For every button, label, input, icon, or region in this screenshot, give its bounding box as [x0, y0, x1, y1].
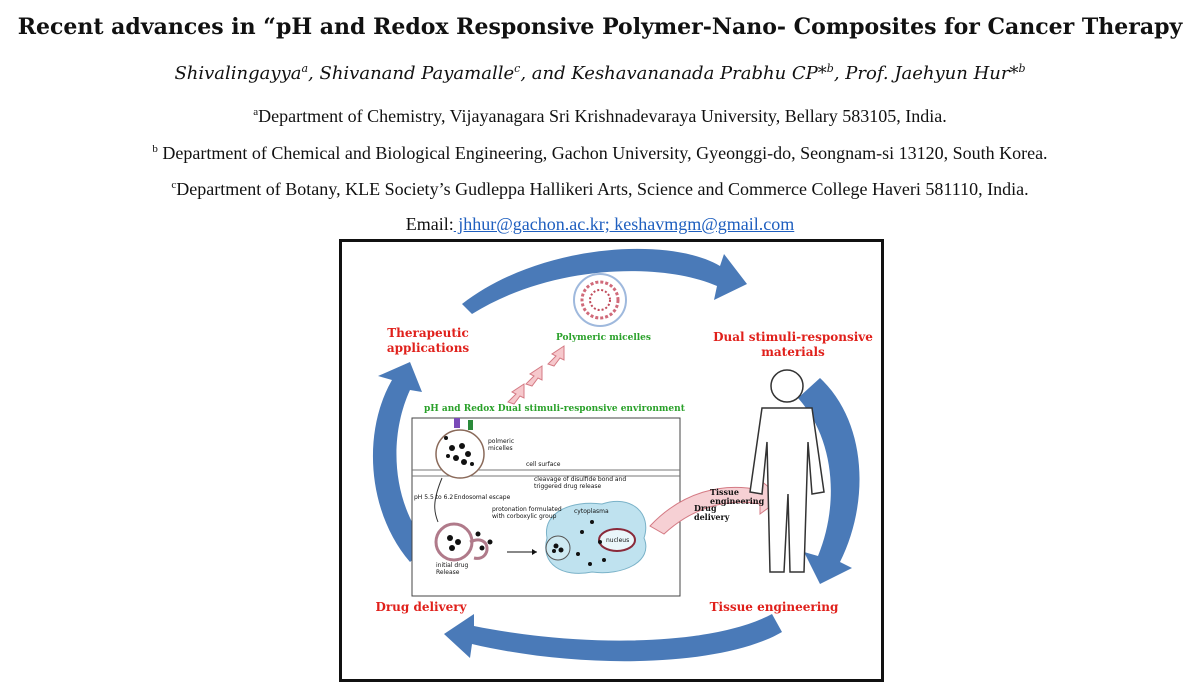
- inset-micelle: [435, 429, 485, 479]
- inset-cytoplasma: cytoplasma: [574, 508, 609, 515]
- author-sep: ,: [308, 63, 320, 84]
- human-figure: [749, 369, 825, 573]
- email-label: Email:: [405, 214, 454, 234]
- affiliation-b: b Department of Chemical and Biological …: [0, 143, 1200, 164]
- author-sup: b: [1018, 62, 1026, 75]
- inset-cell-surface: cell surface: [526, 461, 561, 468]
- affiliation-sup: c: [171, 179, 177, 191]
- label-polymeric-micelles: Polymeric micelles: [556, 333, 651, 343]
- inset-protonation: protonation formulated with corboxylic g…: [492, 506, 562, 520]
- inset-initial-drug: initial drug Release: [436, 562, 469, 576]
- author-name: Shivalingayya: [174, 63, 302, 84]
- micelle-graphic: [573, 273, 627, 327]
- inset-ph-range: pH 5.5 to 6.2: [414, 494, 454, 501]
- author-name: Keshavananada Prabhu CP*: [571, 63, 827, 84]
- affiliation-sup: b: [152, 143, 158, 155]
- affiliation-sup: a: [253, 106, 259, 118]
- author-name: Shivanand Payamalle: [319, 63, 515, 84]
- cycle-arrow-bottom: [444, 614, 782, 662]
- cycle-arrow-right: [798, 378, 860, 584]
- cell-shape: [545, 500, 647, 574]
- email-line: Email: jhhur@gachon.ac.kr; keshavmgm@gma…: [0, 214, 1200, 235]
- arrow-label-tissue-engineering: Tissue engineering: [710, 487, 765, 506]
- author-sup: c: [514, 62, 521, 75]
- author-sup: a: [301, 62, 309, 75]
- affiliation-c: cDepartment of Botany, KLE Society’s Gud…: [0, 179, 1200, 200]
- affiliation-text: Department of Chemistry, Vijayanagara Sr…: [258, 106, 947, 126]
- pink-arrow-3: [507, 383, 525, 405]
- cycle-arrow-left: [372, 362, 428, 562]
- label-environment: pH and Redox Dual stimuli-responsive env…: [424, 404, 685, 414]
- inset-polmeric-micelles: polmeric micelles: [488, 438, 515, 452]
- author-sep: ,: [833, 63, 846, 84]
- cycle-arrow-top: [462, 248, 747, 314]
- graphical-abstract-figure: Therapeutic applications Dual stimuli-re…: [339, 239, 884, 682]
- affiliation-a: aDepartment of Chemistry, Vijayanagara S…: [0, 106, 1200, 127]
- inset-nucleus: nucleus: [606, 537, 630, 544]
- pink-arrow-1: [547, 345, 565, 367]
- author-list: Shivalingayyaa, Shivanand Payamallec, an…: [0, 62, 1200, 84]
- endosome: [434, 522, 474, 562]
- label-drug-delivery: Drug delivery: [375, 600, 467, 614]
- inset-cleavage: cleavage of disulfide bond and triggered…: [534, 476, 627, 490]
- author-name: Prof. Jaehyun Hur*: [845, 63, 1019, 84]
- pink-arrow-2: [525, 365, 543, 387]
- paper-title: Recent advances in “pH and Redox Respons…: [17, 14, 1183, 40]
- label-dual-stimuli: Dual stimuli-responsive materials: [713, 330, 873, 359]
- cycle-diagram: [372, 248, 860, 662]
- nucleus-shape: [598, 528, 636, 552]
- affiliation-text: Department of Chemical and Biological En…: [157, 143, 1048, 163]
- inset-endosomal-escape: Endosomal escape: [454, 494, 511, 501]
- affiliation-text: Department of Botany, KLE Society’s Gudl…: [176, 179, 1029, 199]
- author-sep: , and: [520, 63, 572, 84]
- author-sup: b: [826, 62, 834, 75]
- arrow-label-drug-delivery: Drug delivery: [694, 503, 730, 522]
- email-link[interactable]: jhhur@gachon.ac.kr; keshavmgm@gmail.com: [453, 214, 795, 234]
- label-tissue-engineering: Tissue engineering: [709, 600, 839, 614]
- label-therapeutic: Therapeutic applications: [386, 326, 470, 355]
